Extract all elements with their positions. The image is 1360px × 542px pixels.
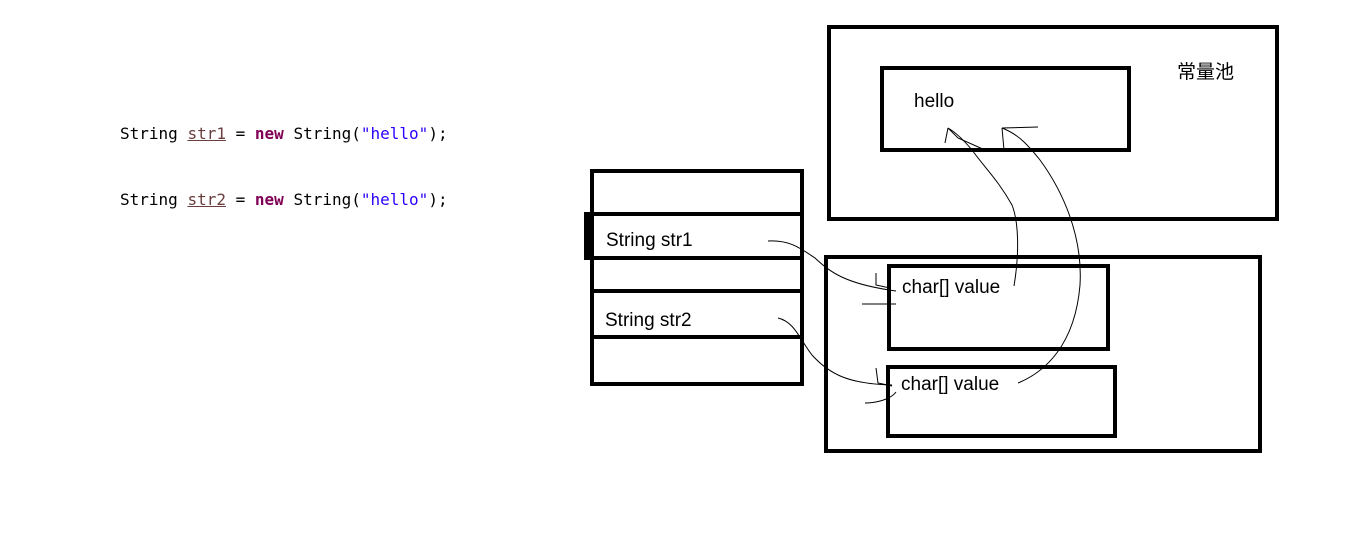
arrow-str1-to-object1 xyxy=(767,240,897,292)
arrow-head-str2-top xyxy=(875,367,893,387)
arrow-head-hello-1 xyxy=(944,127,986,151)
arrow-head-hello-2 xyxy=(1001,126,1039,151)
arrow-object2-to-hello xyxy=(1001,127,1081,384)
code-op: = xyxy=(235,190,246,209)
arrow-object1-to-hello xyxy=(947,127,1019,287)
code-end: ); xyxy=(428,190,448,209)
code-op: = xyxy=(235,124,246,143)
constant-pool xyxy=(827,25,1279,221)
heap-object-2 xyxy=(886,365,1117,438)
code-line-2: String str2 = new String("hello"); xyxy=(120,189,448,211)
stack-str1-label: String str1 xyxy=(606,230,693,251)
arrow-str2-to-object2 xyxy=(777,317,893,386)
code-type: String xyxy=(120,190,178,209)
code-var: str2 xyxy=(187,190,226,209)
code-ctor: String( xyxy=(293,124,361,143)
code-snippet: String str1 = new String("hello"); Strin… xyxy=(120,79,448,233)
code-literal: "hello" xyxy=(360,190,429,209)
pool-hello-label: hello xyxy=(914,91,955,112)
stack-str2-label: String str2 xyxy=(605,310,692,331)
code-keyword: new xyxy=(254,124,284,143)
heap-area xyxy=(824,255,1262,453)
code-line-1: String str1 = new String("hello"); xyxy=(120,123,448,145)
code-ctor: String( xyxy=(293,190,361,209)
stack-frame xyxy=(590,169,804,386)
constant-pool-title: 常量池 xyxy=(1177,62,1235,83)
code-keyword: new xyxy=(254,190,284,209)
heap-object-1-label: char[] value xyxy=(902,277,1001,298)
code-var: str1 xyxy=(187,124,226,143)
arrow-head-str2-bottom xyxy=(864,391,897,404)
arrow-head-str1-left xyxy=(875,273,891,289)
code-type: String xyxy=(120,124,178,143)
code-literal: "hello" xyxy=(360,124,429,143)
stack-slot-str1 xyxy=(584,212,804,260)
pool-hello-box xyxy=(880,66,1131,152)
heap-object-1 xyxy=(887,264,1110,351)
stack-slot-str2 xyxy=(590,289,804,339)
code-end: ); xyxy=(428,124,448,143)
heap-object-2-label: char[] value xyxy=(901,374,1000,395)
